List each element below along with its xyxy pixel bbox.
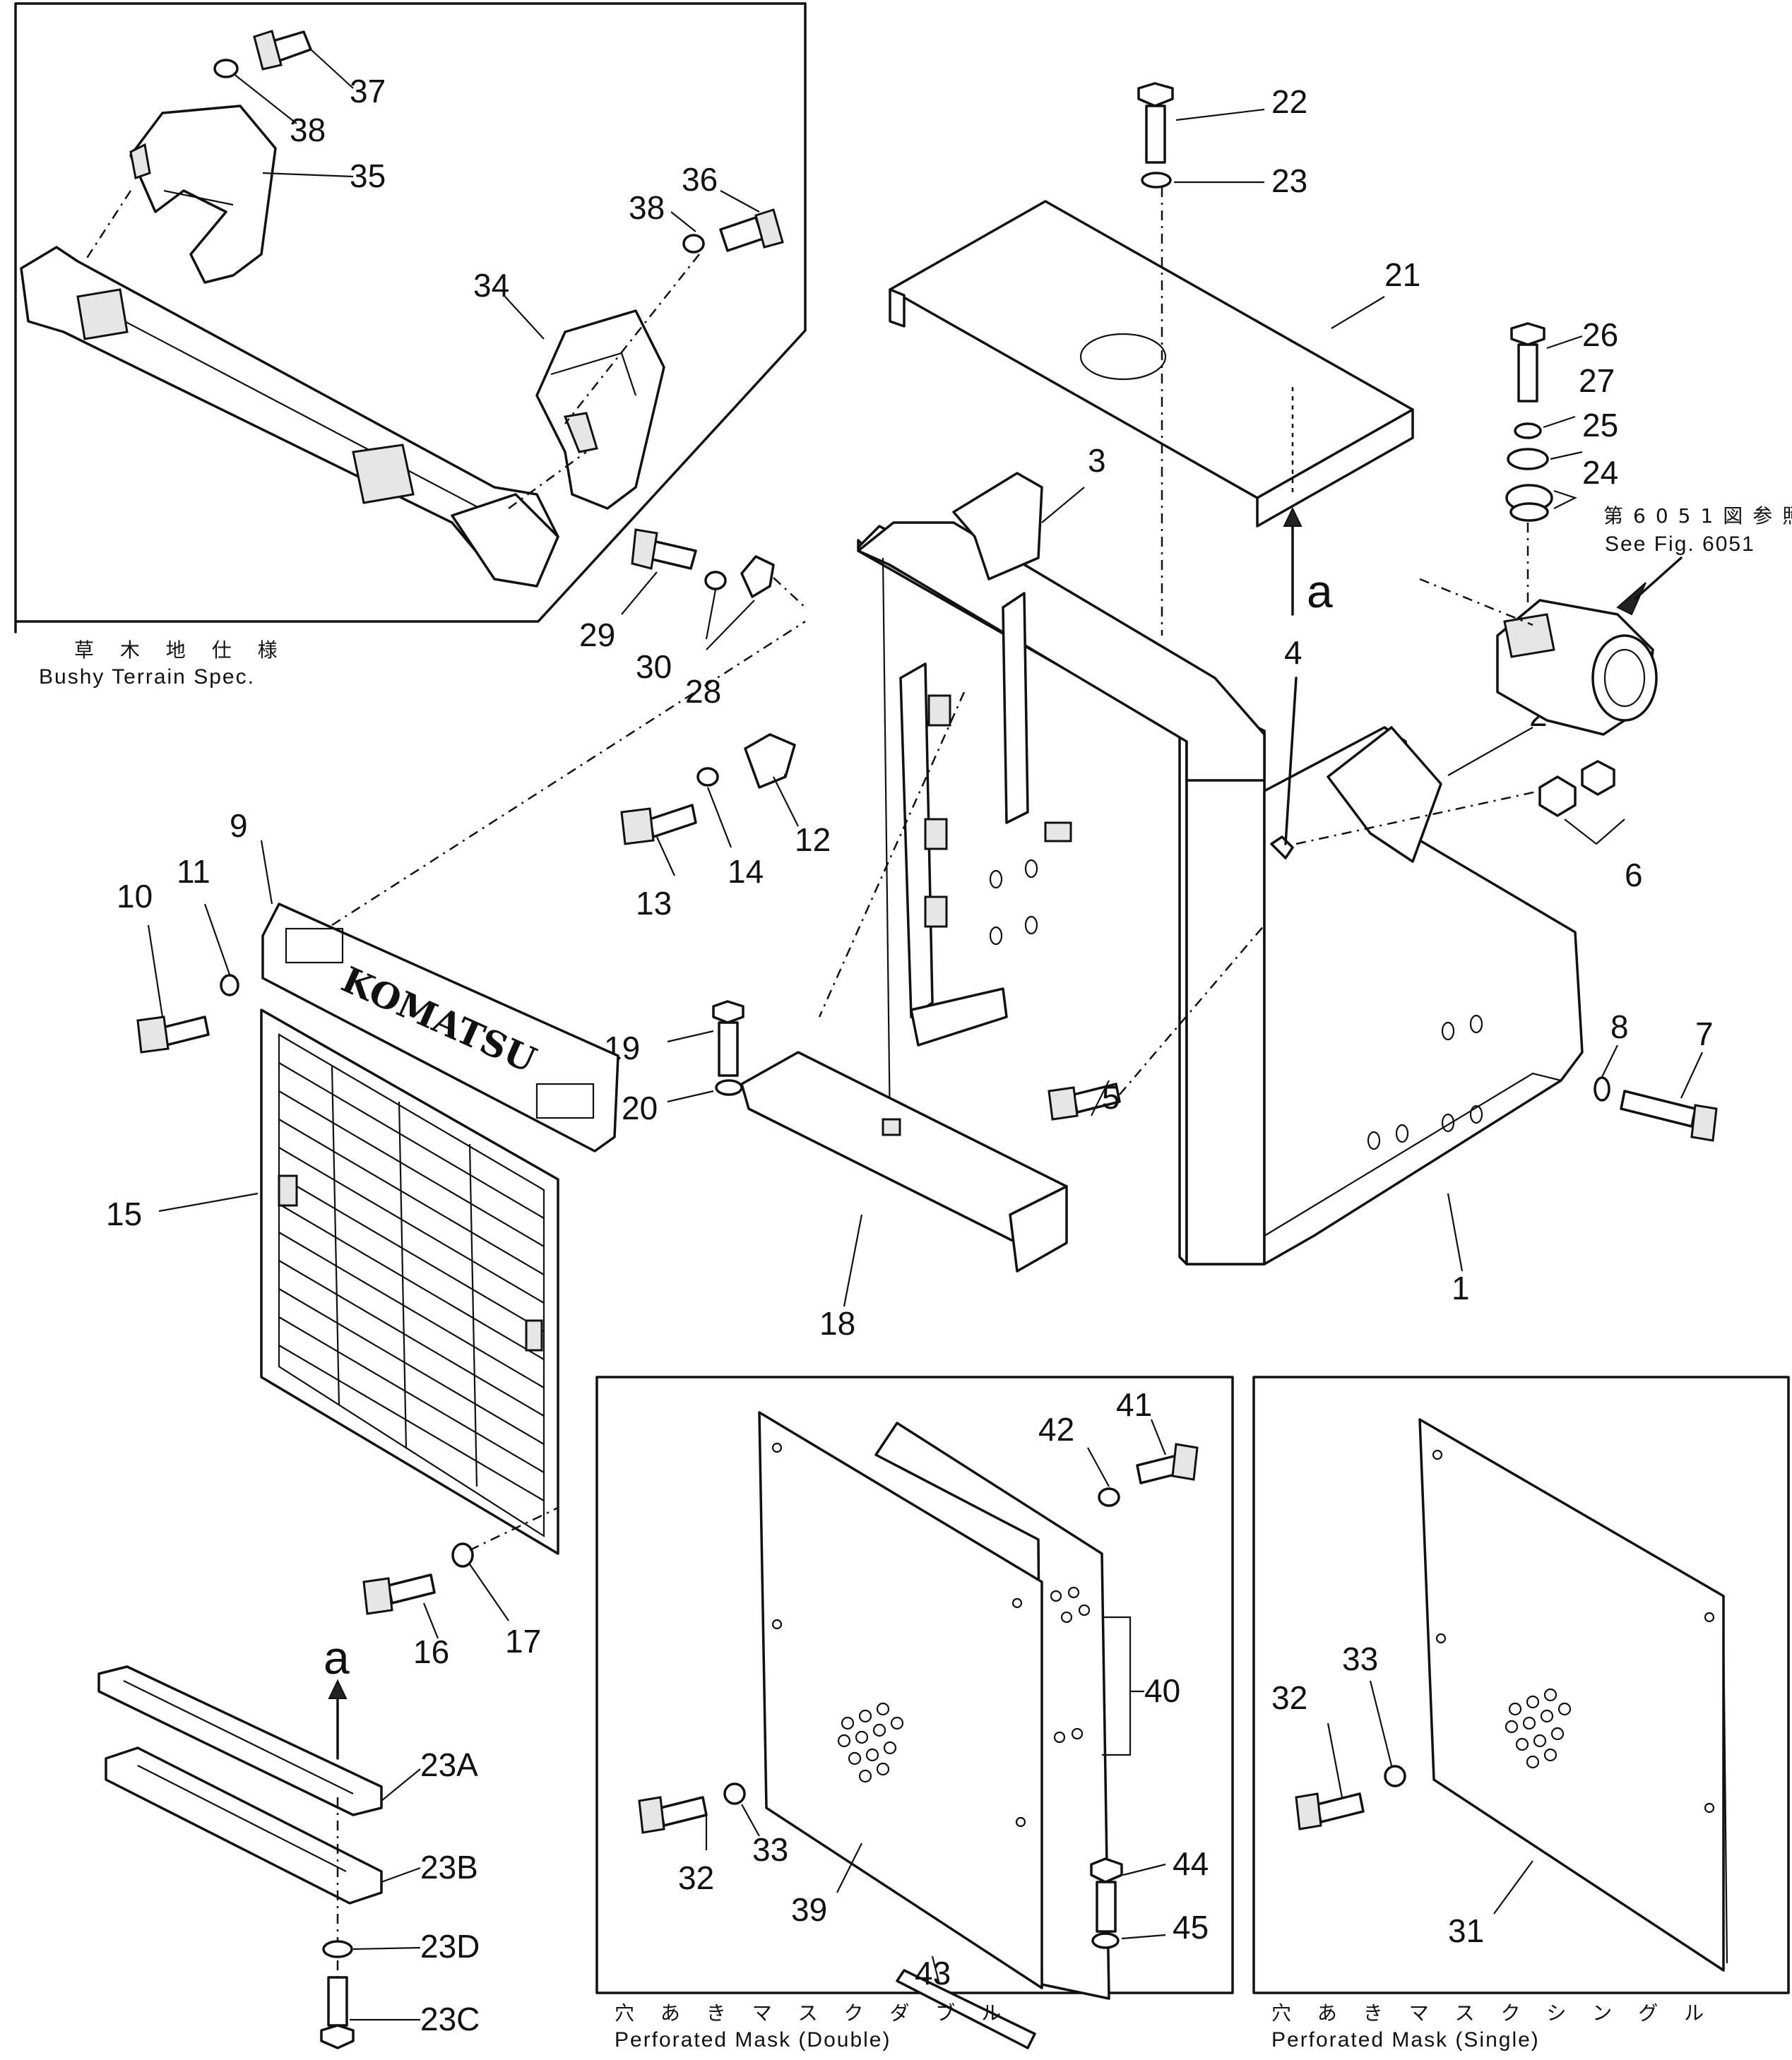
inset-double-caption-en: Perforated Mask (Double) bbox=[615, 2028, 891, 2052]
callout-31: 31 bbox=[1448, 1912, 1484, 1949]
callout-7: 7 bbox=[1695, 1016, 1714, 1052]
callout-34: 34 bbox=[473, 267, 509, 304]
arm-reference: 第6051図参照 See Fig. 6051 26 27 25 24 bbox=[1419, 316, 1792, 736]
callout-26: 26 bbox=[1582, 316, 1618, 353]
callout-9: 9 bbox=[230, 807, 248, 844]
bolt-13-washer-14-bracket-12: 12 14 13 bbox=[620, 733, 831, 922]
callout-45: 45 bbox=[1173, 1909, 1209, 1946]
callout-28: 28 bbox=[685, 673, 721, 710]
callout-42: 42 bbox=[1038, 1411, 1074, 1448]
callout-37: 37 bbox=[350, 73, 386, 109]
callout-33-single: 33 bbox=[1342, 1641, 1378, 1677]
callout-41: 41 bbox=[1116, 1386, 1152, 1423]
callout-23A: 23A bbox=[420, 1746, 478, 1783]
callout-23: 23 bbox=[1271, 162, 1307, 199]
view-marker-a-top: a bbox=[1307, 565, 1333, 617]
inset-single-caption-en: Perforated Mask (Single) bbox=[1271, 2028, 1540, 2052]
callout-15: 15 bbox=[106, 1196, 142, 1232]
callout-14: 14 bbox=[728, 853, 764, 890]
callout-40: 40 bbox=[1144, 1672, 1180, 1709]
callout-29: 29 bbox=[579, 617, 615, 653]
callout-6: 6 bbox=[1625, 857, 1643, 893]
callout-18: 18 bbox=[819, 1305, 855, 1342]
reference-en: See Fig. 6051 bbox=[1605, 532, 1755, 556]
inset-bushy-caption-jp: 草 木 地 仕 様 bbox=[74, 638, 287, 662]
view-marker-a-bottom: a bbox=[324, 1631, 350, 1684]
callout-17: 17 bbox=[505, 1623, 541, 1660]
callout-39: 39 bbox=[791, 1891, 827, 1928]
radiator-guard-frame: 2 3 1 bbox=[818, 442, 1584, 1306]
inset-bushy-terrain: 37 38 35 36 38 34 草 木 地 仕 様 Bushy Terrai… bbox=[14, 2, 807, 689]
callout-33: 33 bbox=[752, 1831, 788, 1868]
callout-32-single: 32 bbox=[1271, 1679, 1307, 1716]
callout-38: 38 bbox=[290, 112, 326, 148]
top-cover: a 21 bbox=[889, 187, 1420, 636]
callout-12: 12 bbox=[795, 821, 831, 858]
bottom-bracket-18: 18 19 20 bbox=[604, 1000, 1068, 1342]
callout-21: 21 bbox=[1384, 256, 1420, 293]
callout-27: 27 bbox=[1579, 362, 1615, 399]
callout-13: 13 bbox=[636, 885, 672, 922]
inset-perforated-mask-single: 32 33 31 穴 あ き マ ス ク シ ン グ ル Perforated … bbox=[1252, 1376, 1790, 2052]
callout-3: 3 bbox=[1088, 442, 1106, 479]
callout-43: 43 bbox=[915, 1955, 951, 1991]
callout-36: 36 bbox=[682, 161, 718, 198]
callout-11: 11 bbox=[177, 853, 210, 890]
callout-20: 20 bbox=[622, 1090, 658, 1126]
callout-38: 38 bbox=[629, 189, 665, 226]
front-grille-15: 15 16 17 bbox=[106, 1008, 559, 1670]
callout-30: 30 bbox=[636, 648, 672, 685]
inset-single-caption-jp: 穴 あ き マ ス ク シ ン グ ル bbox=[1271, 2001, 1714, 2025]
callout-35: 35 bbox=[350, 157, 386, 194]
callout-4: 4 bbox=[1284, 634, 1303, 671]
shims-23: a 23A 23B 23D 23C bbox=[97, 1631, 480, 2049]
callout-5: 5 bbox=[1102, 1079, 1120, 1116]
callout-10: 10 bbox=[117, 878, 153, 915]
callout-25: 25 bbox=[1582, 407, 1618, 443]
callout-44: 44 bbox=[1173, 1845, 1209, 1882]
callout-22: 22 bbox=[1271, 83, 1307, 120]
callout-16: 16 bbox=[413, 1633, 449, 1670]
callout-8: 8 bbox=[1610, 1008, 1629, 1045]
callout-23D: 23D bbox=[420, 1928, 480, 1965]
inset-bushy-caption-en: Bushy Terrain Spec. bbox=[39, 665, 255, 689]
callout-23C: 23C bbox=[420, 2001, 480, 2037]
callout-1: 1 bbox=[1452, 1270, 1470, 1306]
bolt-29-washer-30-plate-28: 29 30 28 bbox=[579, 528, 806, 710]
bolt-22-washer-23: 22 23 bbox=[1137, 82, 1307, 199]
callout-32: 32 bbox=[678, 1859, 714, 1896]
stud-4-nuts-6: 4 6 bbox=[1270, 634, 1643, 893]
callout-24: 24 bbox=[1582, 454, 1618, 491]
inset-double-caption-jp: 穴 あ き マ ス ク ダ ブ ル bbox=[615, 2001, 1011, 2025]
bolts-5-7-8: 5 8 7 bbox=[1048, 924, 1718, 1142]
reference-jp: 第6051図参照 bbox=[1603, 504, 1792, 528]
callout-23B: 23B bbox=[420, 1849, 478, 1886]
inset-perforated-mask-double: 42 41 40 44 45 39 43 32 33 穴 あ き マ ス ク ダ… bbox=[595, 1376, 1234, 2052]
nameplate-9: KOMATSU 9 11 10 bbox=[117, 620, 806, 1153]
